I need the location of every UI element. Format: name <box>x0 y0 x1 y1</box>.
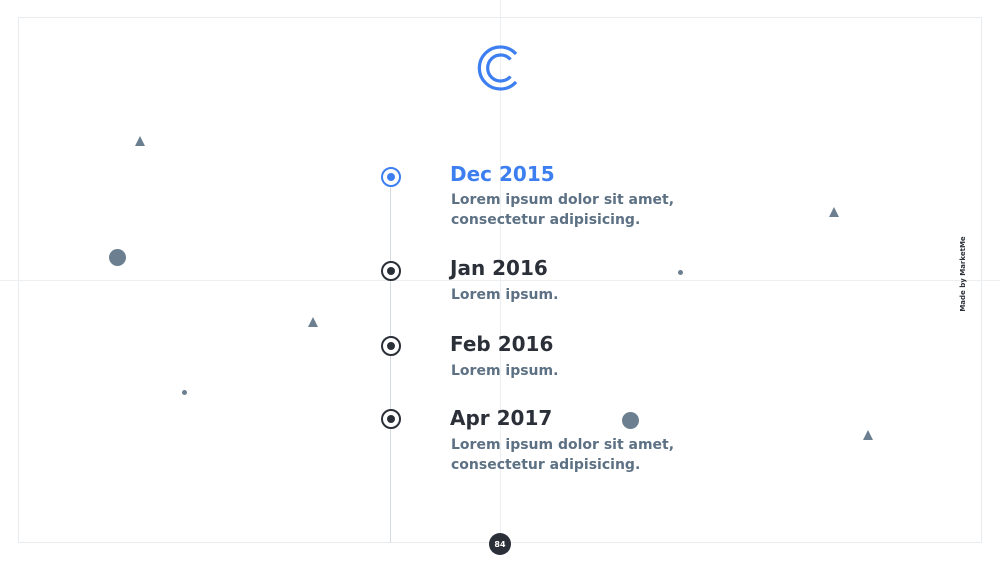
timeline-marker-icon <box>381 336 401 356</box>
timeline-date: Feb 2016 <box>450 332 554 356</box>
triangle-decoration-icon <box>135 136 145 146</box>
timeline-marker-active-icon <box>381 167 401 187</box>
timeline-date: Dec 2015 <box>450 162 555 186</box>
timeline-description: Lorem ipsum dolor sit amet, consectetur … <box>451 437 675 473</box>
small-dot-decoration-icon <box>678 270 683 275</box>
timeline-description: Lorem ipsum dolor sit amet, consectetur … <box>451 192 675 228</box>
triangle-decoration-icon <box>829 207 839 217</box>
timeline-marker-icon <box>381 261 401 281</box>
triangle-decoration-icon <box>308 317 318 327</box>
circle-decoration-icon <box>109 249 126 266</box>
circle-decoration-icon <box>622 412 639 429</box>
timeline-description: Lorem ipsum. <box>451 287 559 303</box>
timeline-line <box>390 187 391 543</box>
horizontal-guide-line <box>0 280 1000 281</box>
timeline-date: Jan 2016 <box>450 256 548 280</box>
page-number-badge: 84 <box>489 533 511 555</box>
vertical-guide-line <box>500 0 501 543</box>
timeline-description: Lorem ipsum. <box>451 363 559 379</box>
timeline-marker-icon <box>381 409 401 429</box>
triangle-decoration-icon <box>863 430 873 440</box>
small-dot-decoration-icon <box>182 390 187 395</box>
c-logo-icon <box>477 45 518 91</box>
timeline-date: Apr 2017 <box>450 406 553 430</box>
credit-text: Made by MarketMe <box>959 236 967 312</box>
